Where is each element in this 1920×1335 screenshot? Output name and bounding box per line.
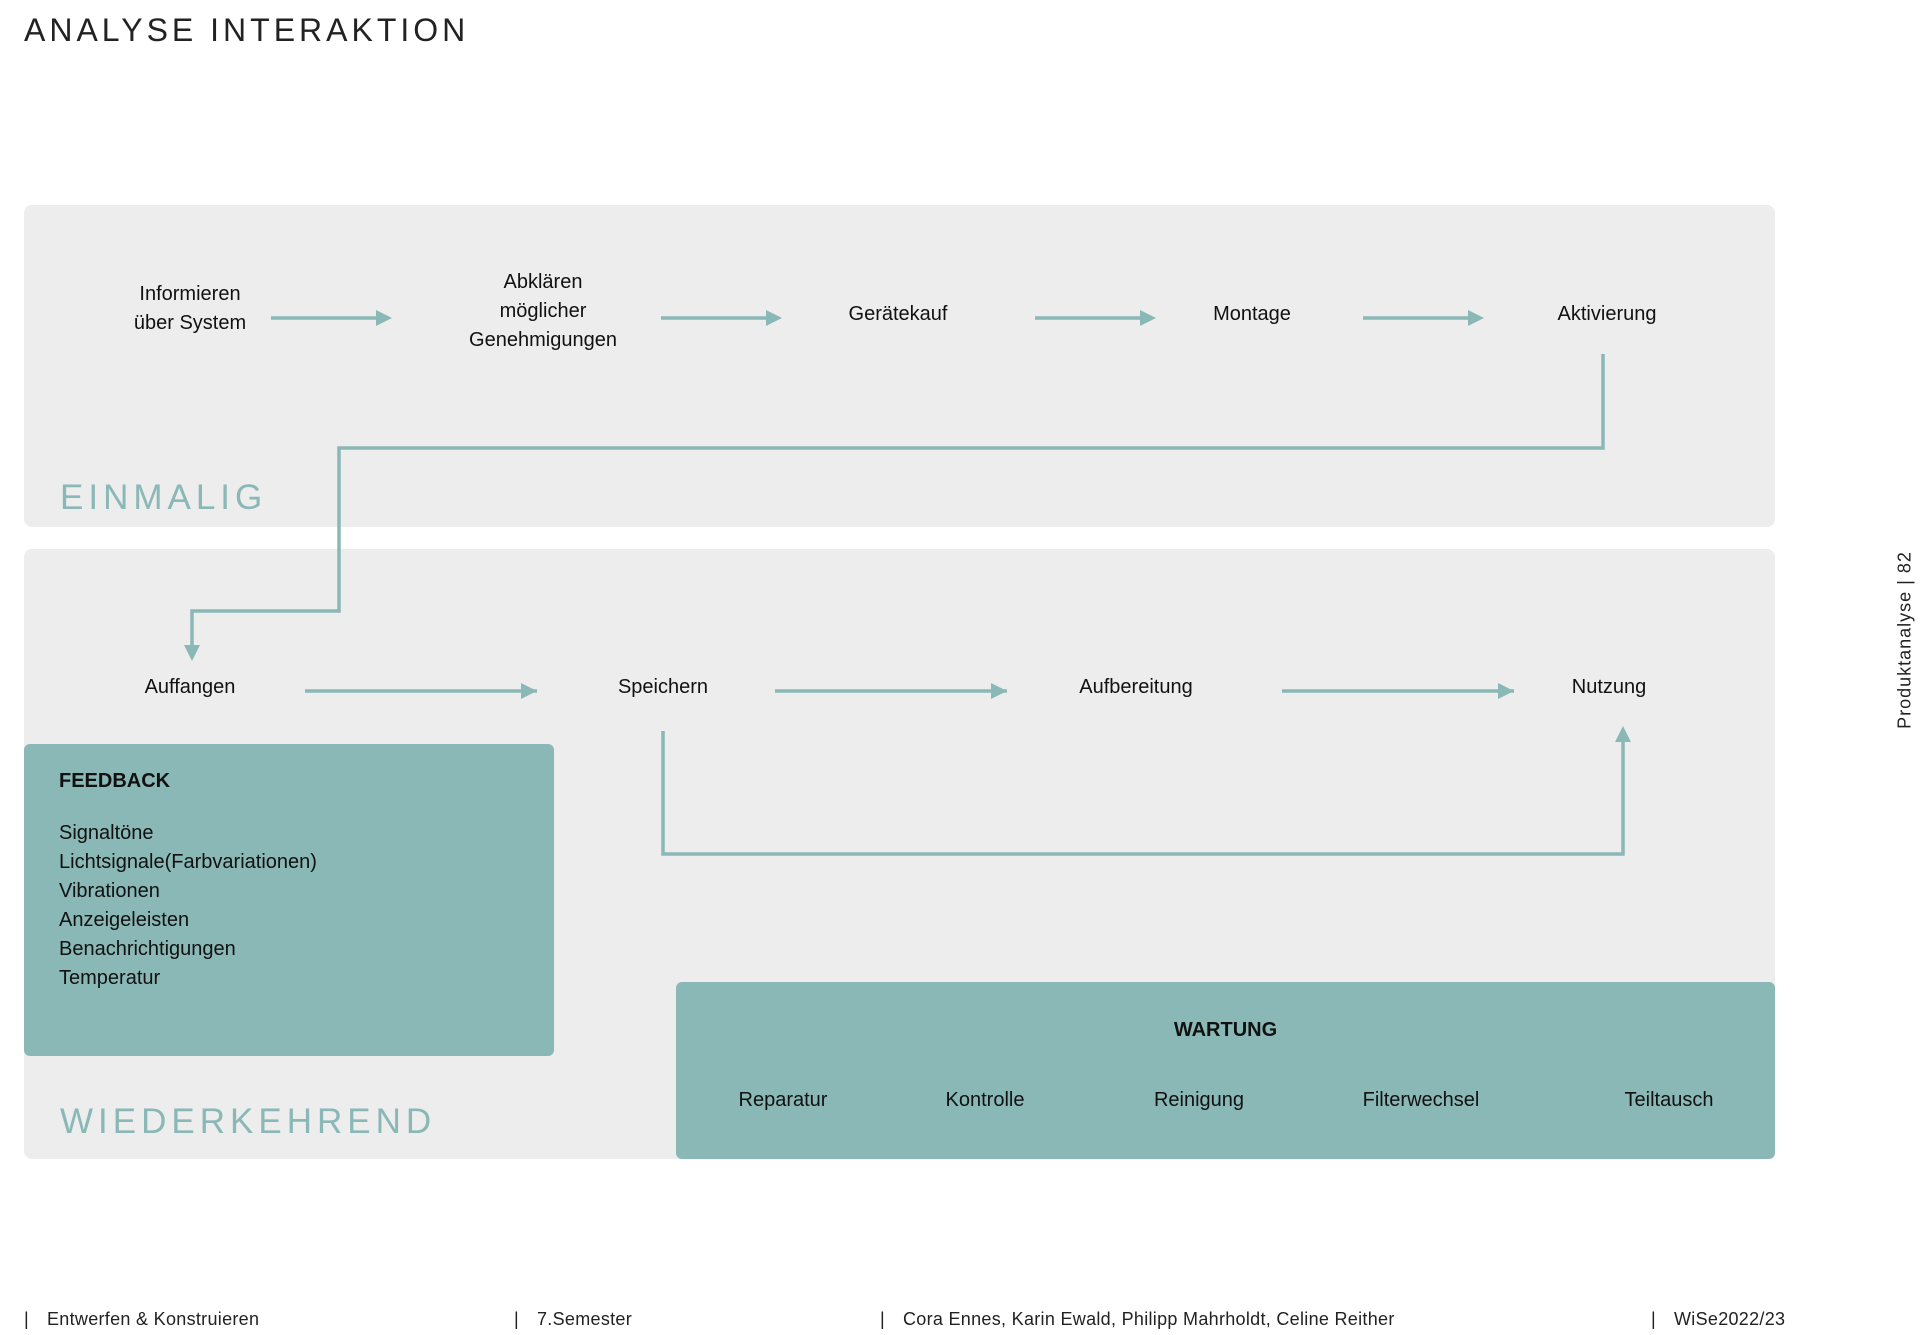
feedback-list: Signaltöne Lichtsignale(Farbvariationen)… bbox=[59, 819, 317, 993]
feedback-item: Temperatur bbox=[59, 967, 161, 989]
feedback-item: Benachrichtigungen bbox=[59, 938, 236, 960]
footer-separator: | bbox=[1651, 1309, 1656, 1329]
step-informieren: Informieren über System bbox=[134, 280, 246, 338]
footer-separator: | bbox=[880, 1309, 885, 1329]
feedback-item: Lichtsignale(Farbvariationen) bbox=[59, 851, 317, 873]
wartung-item: Reparatur bbox=[738, 1089, 828, 1111]
feedback-title: FEEDBACK bbox=[59, 770, 171, 792]
page-title: ANALYSE INTERAKTION bbox=[24, 12, 470, 48]
section-label-wiederkehrend: WIEDERKEHREND bbox=[60, 1102, 437, 1141]
footer-authors-text: Cora Ennes, Karin Ewald, Philipp Mahrhol… bbox=[902, 1309, 1395, 1329]
footer-separator: | bbox=[514, 1309, 519, 1329]
step-abklaeren: Abklären möglicher Genehmigungen bbox=[469, 268, 617, 355]
footer-course: | Entwerfen & Konstruieren bbox=[24, 1309, 259, 1330]
einmalig-panel bbox=[24, 205, 1775, 527]
step-line: möglicher bbox=[499, 300, 587, 322]
step-line: Gerätekauf bbox=[848, 303, 948, 325]
wartung-title: WARTUNG bbox=[1173, 1019, 1278, 1041]
wartung-item: Reinigung bbox=[1153, 1089, 1245, 1111]
step-speichern: Speichern bbox=[618, 673, 708, 702]
step-line: Informieren bbox=[139, 283, 241, 305]
step-line: Auffangen bbox=[144, 676, 236, 698]
footer-course-text: Entwerfen & Konstruieren bbox=[46, 1309, 260, 1329]
step-line: Abklären bbox=[503, 271, 583, 293]
feedback-item: Signaltöne bbox=[59, 822, 154, 844]
step-nutzung: Nutzung bbox=[1572, 673, 1647, 702]
step-line: Montage bbox=[1213, 303, 1291, 325]
step-line: Nutzung bbox=[1571, 676, 1647, 698]
wartung-item: Teiltausch bbox=[1624, 1089, 1714, 1111]
step-auffangen: Auffangen bbox=[145, 673, 236, 702]
wartung-item: Filterwechsel bbox=[1362, 1089, 1480, 1111]
step-geraetekauf: Gerätekauf bbox=[849, 300, 948, 329]
step-line: Aktivierung bbox=[1557, 303, 1657, 325]
step-line: über System bbox=[133, 312, 247, 334]
footer-term: | WiSe2022/23 bbox=[1651, 1309, 1785, 1330]
step-montage: Montage bbox=[1213, 300, 1291, 329]
step-aktivierung: Aktivierung bbox=[1558, 300, 1657, 329]
step-line: Aufbereitung bbox=[1079, 676, 1193, 698]
footer-semester-text: 7.Semester bbox=[536, 1309, 633, 1329]
step-aufbereitung: Aufbereitung bbox=[1079, 673, 1192, 702]
feedback-item: Vibrationen bbox=[59, 880, 160, 902]
section-label-einmalig: EINMALIG bbox=[60, 478, 268, 517]
step-line: Speichern bbox=[617, 676, 709, 698]
footer-authors: | Cora Ennes, Karin Ewald, Philipp Mahrho… bbox=[880, 1309, 1395, 1330]
wartung-box: WARTUNG Reparatur Kontrolle Reinigung Fi… bbox=[676, 982, 1775, 1159]
side-label: Produktanalyse | 82 bbox=[1894, 551, 1915, 729]
step-line: Genehmigungen bbox=[469, 329, 617, 351]
footer-separator: | bbox=[24, 1309, 29, 1329]
wartung-item: Kontrolle bbox=[945, 1089, 1025, 1111]
footer-semester: | 7.Semester bbox=[514, 1309, 632, 1330]
footer-term-text: WiSe2022/23 bbox=[1673, 1309, 1786, 1329]
feedback-box: FEEDBACK Signaltöne Lichtsignale(Farbvar… bbox=[24, 744, 554, 1056]
feedback-item: Anzeigeleisten bbox=[59, 909, 190, 931]
